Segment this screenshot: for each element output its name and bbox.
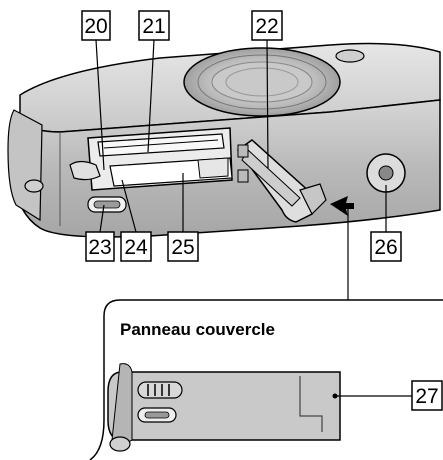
- callout-25: 25: [167, 231, 199, 262]
- battery-compartment: [69, 127, 233, 191]
- callout-27: 27: [411, 380, 443, 411]
- open-cover: [236, 139, 327, 223]
- callout-24: 24: [120, 231, 152, 262]
- callout-26: 26: [370, 231, 402, 262]
- leader-lines: [95, 39, 387, 233]
- cover-detail: [107, 363, 341, 444]
- svg-text:25: 25: [171, 236, 194, 259]
- latch-arrow: [330, 196, 354, 300]
- callout-22: 22: [251, 10, 283, 41]
- callout-23: 23: [85, 231, 115, 262]
- inset-panel: Panneau couvercle: [89, 299, 443, 460]
- lens: [183, 47, 341, 117]
- svg-text:21: 21: [142, 15, 165, 38]
- inset-title: Panneau couvercle: [120, 320, 275, 339]
- svg-text:23: 23: [88, 236, 111, 259]
- svg-text:26: 26: [374, 236, 397, 259]
- top-button: [335, 49, 365, 63]
- svg-text:20: 20: [84, 15, 107, 38]
- svg-text:27: 27: [415, 385, 438, 408]
- svg-text:22: 22: [255, 15, 278, 38]
- multi-connector: [87, 196, 127, 213]
- callout-20: 20: [81, 10, 111, 41]
- callout-21: 21: [138, 10, 170, 41]
- tripod-socket: [366, 153, 406, 193]
- svg-text:24: 24: [124, 236, 148, 259]
